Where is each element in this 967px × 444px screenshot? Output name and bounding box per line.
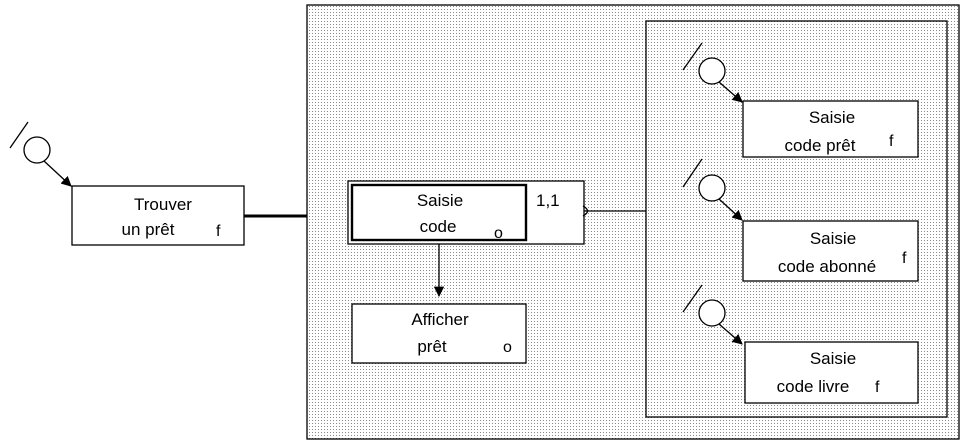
connector-hook: [582, 205, 589, 217]
event-symbol-subscriber-code: [682, 158, 743, 221]
display-loan-line1: Afficher: [411, 310, 469, 329]
subscriber-code-flag: f: [902, 250, 907, 267]
event-symbol-loan-code: [682, 42, 743, 103]
loan-code-line1: Saisie: [809, 108, 855, 127]
function-box-input-code: Saisie code o 1,1: [347, 180, 585, 245]
input-code-line2: code: [420, 217, 457, 236]
loan-code-line2: code prêt: [785, 136, 856, 155]
event-symbol-left: [9, 121, 72, 187]
event-symbol-book-code: [682, 284, 743, 345]
subscriber-code-line2: code abonné: [778, 257, 876, 276]
find-loan-line1: Trouver: [134, 195, 192, 214]
function-box-display-loan: Afficher prêt o: [351, 303, 527, 364]
subscriber-code-line1: Saisie: [810, 229, 856, 248]
loan-code-flag: f: [889, 133, 894, 150]
find-loan-line2: un prêt: [122, 220, 175, 239]
cardinality-label: 1,1: [536, 191, 560, 210]
function-box-loan-code: Saisie code prêt f: [742, 100, 919, 158]
book-code-flag: f: [875, 379, 880, 396]
book-code-line1: Saisie: [810, 349, 856, 368]
function-box-book-code: Saisie code livre f: [744, 341, 919, 404]
book-code-line2: code livre: [777, 377, 850, 396]
function-box-find-loan: Trouver un prêt f: [71, 185, 245, 246]
display-loan-flag: o: [503, 339, 512, 356]
input-code-flag: o: [494, 225, 503, 242]
function-box-subscriber-code: Saisie code abonné f: [742, 220, 919, 282]
find-loan-flag: f: [216, 223, 221, 240]
display-loan-line2: prêt: [417, 337, 447, 356]
input-code-line1: Saisie: [417, 191, 463, 210]
